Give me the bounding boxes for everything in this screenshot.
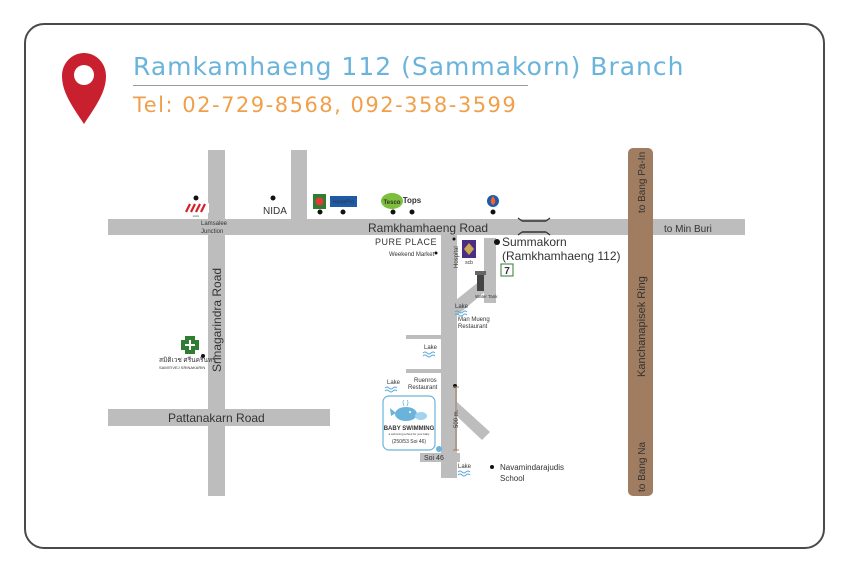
label-man-mueng: Man Mueng (458, 317, 490, 323)
baby-swimming-tagline: a swimming school for your baby (389, 432, 430, 436)
label-hospital: Hospital (454, 246, 460, 268)
tesco-logo: Tesco (381, 193, 403, 209)
road-diagonal-lower (446, 392, 490, 440)
label-nida: NIDA (263, 206, 287, 217)
label-lake-2: Lake (424, 345, 438, 351)
lake-waves-1 (454, 310, 468, 317)
svg-text:Tesco: Tesco (384, 200, 401, 206)
lake-waves-2 (422, 351, 436, 358)
gas-station-icon (487, 195, 499, 207)
branch-title: Ramkamhaeng 112 (Sammakorn) Branch (133, 52, 685, 81)
road-label-ramkhamhaeng: Ramkhamhaeng Road (368, 221, 488, 235)
road-label-pattanakarn: Pattanakarn Road (168, 411, 265, 425)
distance-marker (453, 386, 459, 451)
road-soi-46 (420, 453, 460, 462)
label-summakorn: Summakorn (502, 235, 567, 249)
road-lake-link (406, 335, 446, 339)
svg-text:HomePro: HomePro (333, 200, 354, 206)
road-kanchanapisek-ring (628, 148, 653, 496)
direction-bang-pain: to Bang Pa-In (637, 152, 648, 213)
label-summakorn-sub: (Ramkhamhaeng 112) (502, 249, 621, 263)
road-side-branch (406, 369, 446, 373)
svg-text:Tops: Tops (403, 196, 422, 205)
baby-swimming-location (436, 446, 442, 452)
whale-icon (390, 399, 427, 421)
road-ramkhamhaeng (108, 219, 745, 235)
road-pattanakarn (108, 409, 330, 426)
direction-min-buri: to Min Buri (664, 224, 712, 235)
label-navamindarajudis-2: School (500, 474, 525, 483)
baby-swimming-address: (250/53 Soi 46) (392, 439, 427, 445)
scb-logo: scb (462, 240, 476, 266)
label-lake-1: Lake (455, 304, 469, 310)
label-lake-3: Lake (387, 380, 401, 386)
label-distance: 500 m. (454, 409, 460, 428)
label-navamindarajudis: Navamindarajudis (500, 463, 564, 472)
direction-bang-na: to Bang Na (637, 442, 648, 492)
label-pure-place: PURE PLACE (375, 237, 437, 247)
baby-swimming-name: BABY SWIMMING (384, 426, 435, 432)
tesco-lotus-logo (313, 194, 326, 209)
homepro-logo: HomePro (330, 196, 357, 207)
label-ruenros: Ruenros (414, 378, 437, 384)
lulu-logo: LULU (183, 203, 209, 218)
road-north-spur (291, 150, 307, 230)
branch-telephone: Tel: 02-729-8568, 092-358-3599 (133, 93, 518, 117)
svg-text:7: 7 (504, 266, 510, 277)
label-water-tank: Water Tank (475, 294, 498, 299)
road-soi-112 (441, 228, 457, 478)
label-samitivej-th: สมิติเวช ศรีนครินทร์ (159, 356, 216, 364)
title-divider (133, 85, 528, 86)
svg-text:scb: scb (465, 260, 473, 266)
bridge-icon (517, 217, 551, 236)
tops-logo: Tops (403, 193, 422, 206)
lake-waves-3 (384, 386, 398, 393)
road-label-srinagarindra: Srinagarindra Road (210, 268, 224, 372)
lake-waves-4 (457, 470, 471, 477)
label-samitivej-en: SAMITIVEJ SRINAKARIN (159, 365, 205, 370)
baby-swimming-box: BABY SWIMMING a swimming school for your… (382, 395, 436, 451)
water-tank-icon (475, 271, 486, 291)
label-lake-4: Lake (458, 464, 472, 470)
label-man-mueng-2: Restaurant (458, 324, 488, 330)
label-lamsalee-2: Junction (201, 229, 223, 235)
seven-eleven-logo: 7 (500, 263, 514, 277)
label-ruenros-2: Restaurant (408, 385, 438, 391)
label-lamsalee-1: Lamsalee (201, 221, 228, 227)
landmark-dots (193, 195, 500, 469)
label-weekend-market: Weekend Market (389, 252, 435, 258)
road-label-soi-46: Soi 46 (424, 455, 444, 462)
svg-text:LULU: LULU (193, 215, 200, 218)
road-label-kanchanapisek: Kanchanapisek Ring (636, 276, 648, 377)
samitivej-logo (181, 336, 199, 354)
